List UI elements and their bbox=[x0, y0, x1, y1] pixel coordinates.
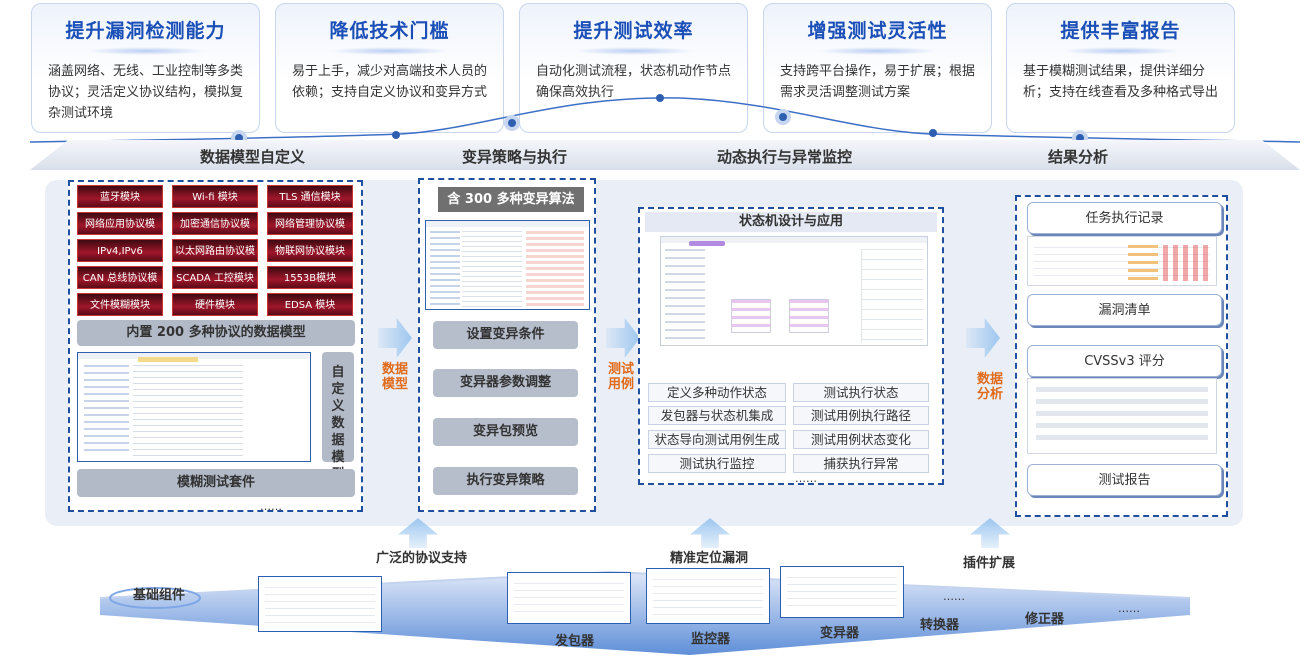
cvss-screenshot bbox=[1027, 378, 1217, 454]
benefit-title: 降低技术门槛 bbox=[329, 20, 450, 42]
ellipsis: …… bbox=[1118, 602, 1140, 615]
protocol-module: IPv4,IPv6 bbox=[77, 239, 163, 262]
benefit-card-2: 降低技术门槛 易于上手，减少对高端技术人员的依赖；支持自定义协议和变异方式 bbox=[275, 3, 504, 133]
protocol-module: 以太网路由协议模 bbox=[172, 239, 258, 262]
mutator-params-button[interactable]: 变异器参数调整 bbox=[433, 369, 578, 397]
arrow-label-test-case: 测试用例 bbox=[607, 362, 634, 392]
set-mutation-conditions-button[interactable]: 设置变异条件 bbox=[433, 321, 578, 349]
benefit-title: 提升测试效率 bbox=[573, 20, 694, 42]
protocol-module: 文件模糊模块 bbox=[77, 293, 163, 316]
execute-mutation-button[interactable]: 执行变异策略 bbox=[433, 467, 578, 495]
component-fixer: 修正器 bbox=[1025, 612, 1065, 627]
ellipsis: …… bbox=[943, 590, 965, 603]
arrow-label-data-model: 数据模型 bbox=[381, 362, 408, 392]
base-components-label: 基础组件 bbox=[133, 588, 186, 603]
component-screenshot bbox=[507, 572, 631, 624]
sm-tag: 捕获执行异常 bbox=[793, 454, 929, 473]
benefit-title: 提升漏洞检测能力 bbox=[65, 20, 226, 42]
mutation-preview-button[interactable]: 变异包预览 bbox=[433, 418, 578, 446]
component-screenshot bbox=[646, 568, 770, 624]
wave-dot bbox=[929, 129, 937, 137]
title-glow bbox=[329, 47, 450, 55]
task-records-card[interactable]: 任务执行记录 bbox=[1027, 202, 1222, 234]
title-glow bbox=[817, 47, 938, 55]
protocol-module: Wi-fi 模块 bbox=[172, 185, 258, 208]
data-model-screenshot bbox=[77, 352, 311, 462]
benefit-title: 增强测试灵活性 bbox=[807, 20, 948, 42]
sm-tag: 测试执行监控 bbox=[648, 454, 786, 473]
wave-dot bbox=[775, 109, 791, 125]
protocol-module: 加密通信协议模 bbox=[172, 212, 258, 235]
ellipsis: …… bbox=[795, 472, 817, 485]
cvss-score-card[interactable]: CVSSv3 评分 bbox=[1027, 345, 1222, 377]
protocol-module: CAN 总线协议模块 bbox=[77, 266, 163, 307]
mutation-header: 含 300 多种变异算法 bbox=[438, 187, 584, 212]
component-converter: 转换器 bbox=[920, 618, 960, 633]
component-screenshot bbox=[780, 566, 904, 618]
fuzz-suite-label: 模糊测试套件 bbox=[77, 469, 355, 497]
sm-tag: 测试用例执行路径 bbox=[793, 406, 929, 425]
benefit-card-4: 增强测试灵活性 支持跨平台操作，易于扩展；根据需求灵活调整测试方案 bbox=[763, 3, 992, 133]
mutation-screenshot bbox=[425, 220, 590, 310]
component-mutator: 变异器 bbox=[820, 626, 860, 641]
wave-dot bbox=[504, 115, 520, 131]
protocol-module: 网络管理协议模 bbox=[267, 212, 353, 235]
title-glow bbox=[573, 47, 694, 55]
component-packet-sender: 发包器 bbox=[555, 634, 595, 649]
arrow-label-data-analysis: 数据分析 bbox=[976, 372, 1003, 402]
benefit-card-1: 提升漏洞检测能力 涵盖网络、无线、工业控制等多类协议；灵活定义协议结构，模拟复杂… bbox=[31, 3, 260, 133]
title-glow bbox=[1060, 47, 1181, 55]
test-report-card[interactable]: 测试报告 bbox=[1027, 464, 1222, 496]
sm-tag: 测试用例状态变化 bbox=[793, 430, 929, 449]
stage-label-1: 数据模型自定义 bbox=[200, 148, 306, 166]
support-label-vuln: 精准定位漏洞 bbox=[670, 551, 749, 566]
state-machine-screenshot bbox=[660, 236, 928, 346]
sm-tag: 状态导向测试用例生成 bbox=[648, 430, 786, 449]
title-glow bbox=[85, 47, 206, 55]
benefit-card-5: 提供丰富报告 基于模糊测试结果，提供详细分析；支持在线查看及多种格式导出 bbox=[1006, 3, 1235, 133]
benefit-desc: 基于模糊测试结果，提供详细分析；支持在线查看及多种格式导出 bbox=[1023, 64, 1219, 100]
benefit-title: 提供丰富报告 bbox=[1060, 20, 1181, 42]
task-records-screenshot bbox=[1027, 236, 1217, 286]
sm-tag: 发包器与状态机集成 bbox=[648, 406, 786, 425]
protocol-module: 网络应用协议模 bbox=[77, 212, 163, 235]
sm-tag: 定义多种动作状态 bbox=[648, 383, 786, 402]
stage-label-4: 结果分析 bbox=[1048, 148, 1109, 166]
protocol-module: EDSA 模块 bbox=[267, 293, 353, 316]
stage-band bbox=[30, 140, 1300, 170]
ellipsis: …… bbox=[260, 500, 282, 513]
support-label-plugins: 插件扩展 bbox=[963, 556, 1016, 571]
wave-dot bbox=[656, 94, 664, 102]
benefit-desc: 支持跨平台操作，易于扩展；根据需求灵活调整测试方案 bbox=[780, 64, 976, 100]
wave-dot bbox=[392, 131, 400, 139]
vuln-list-card[interactable]: 漏洞清单 bbox=[1027, 294, 1222, 326]
benefit-desc: 涵盖网络、无线、工业控制等多类协议；灵活定义协议结构，模拟复杂测试环境 bbox=[48, 64, 244, 121]
component-monitor: 监控器 bbox=[691, 632, 731, 647]
benefit-desc: 自动化测试流程，状态机动作节点确保高效执行 bbox=[536, 64, 732, 100]
benefit-desc: 易于上手，减少对高端技术人员的依赖；支持自定义协议和变异方式 bbox=[292, 64, 488, 100]
state-machine-title: 状态机设计与应用 bbox=[645, 212, 937, 232]
support-label-protocols: 广泛的协议支持 bbox=[376, 551, 468, 566]
stage-label-2: 变异策略与执行 bbox=[462, 148, 568, 166]
builtin-model-label: 内置 200 多种协议的数据模型 bbox=[77, 320, 355, 346]
protocol-module: 物联网协议模块 bbox=[267, 239, 353, 262]
sm-tag: 测试执行状态 bbox=[793, 383, 929, 402]
protocol-module: TLS 通信模块 bbox=[267, 185, 353, 208]
protocol-module: 1553B模块 bbox=[267, 266, 353, 289]
stage-label-3: 动态执行与异常监控 bbox=[717, 148, 853, 166]
protocol-module: SCADA 工控模块 bbox=[172, 266, 258, 289]
protocol-module: 蓝牙模块 bbox=[77, 185, 163, 208]
component-screenshot bbox=[258, 576, 382, 632]
benefit-card-3: 提升测试效率 自动化测试流程，状态机动作节点确保高效执行 bbox=[519, 3, 748, 133]
protocol-module: 硬件模块 bbox=[172, 293, 258, 316]
custom-model-label: 自定义数据模型 bbox=[322, 352, 354, 482]
